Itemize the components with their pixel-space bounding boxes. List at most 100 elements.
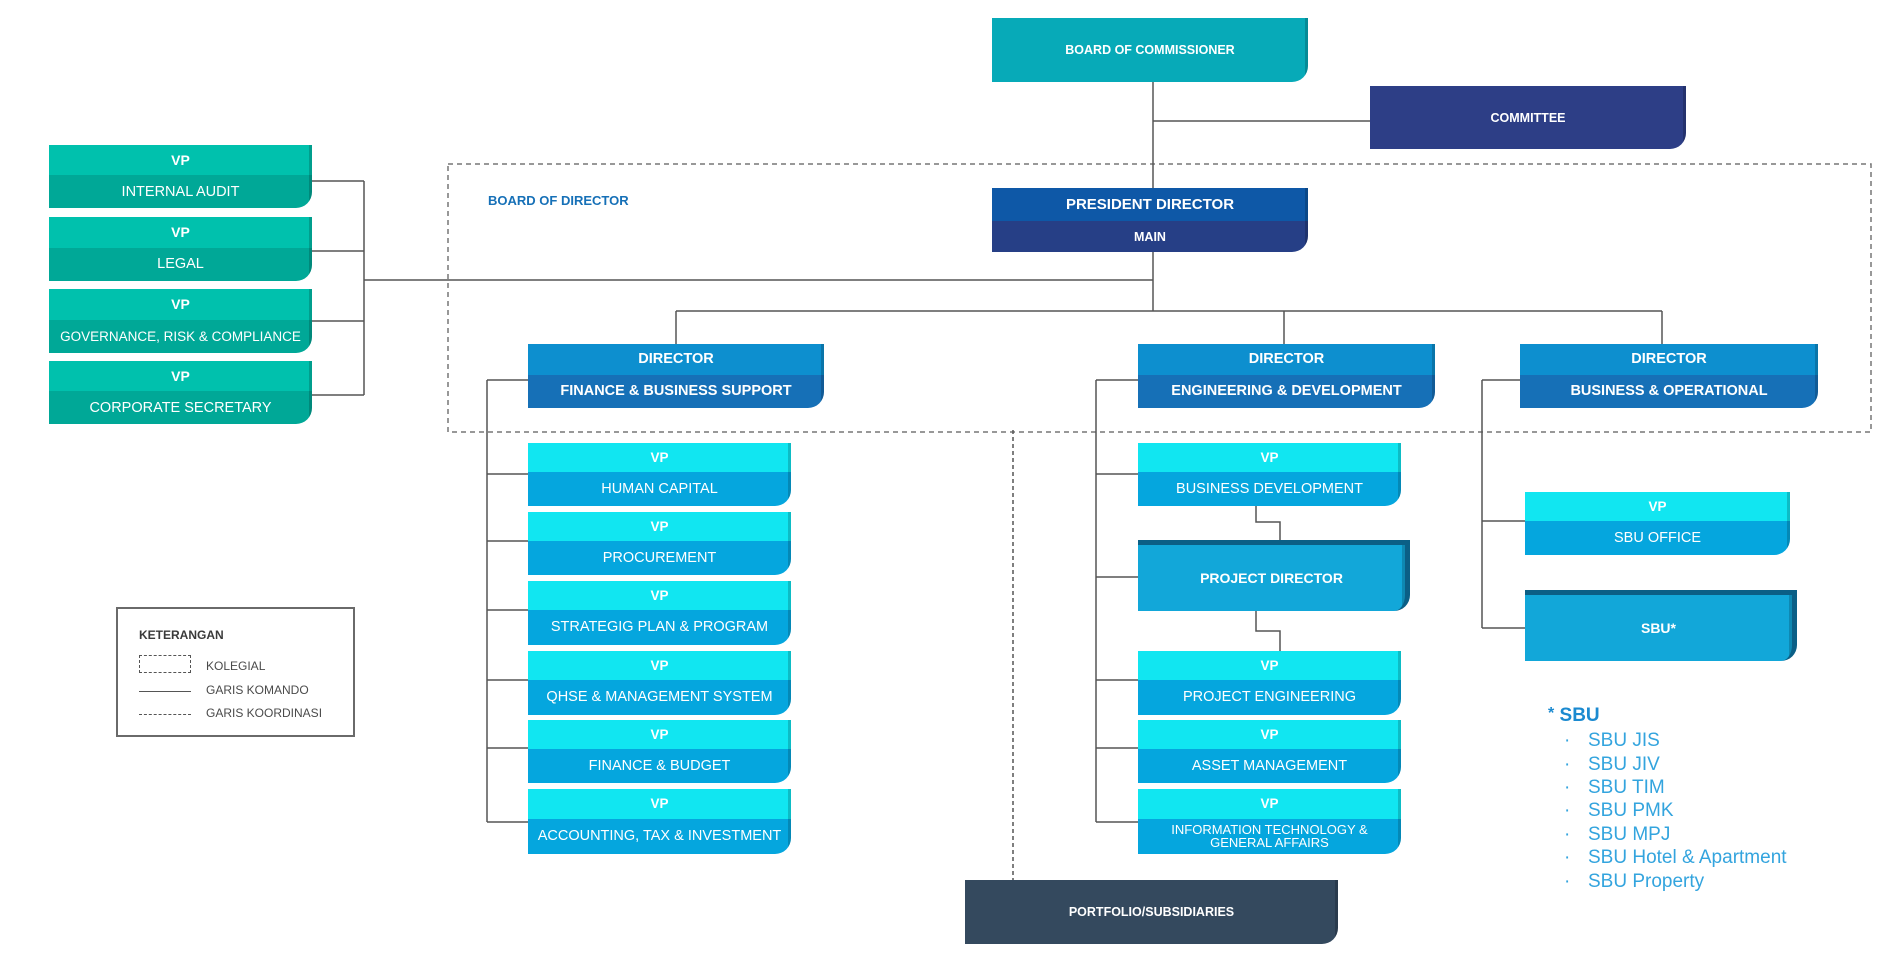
board-of-commissioner-box: BOARD OF COMMISSIONER bbox=[992, 18, 1308, 82]
list-item: · SBU MPJ bbox=[1564, 824, 1670, 846]
asterisk-marker: * bbox=[1548, 705, 1555, 722]
bullet-icon: · bbox=[1564, 847, 1571, 868]
sbu-list-title: * SBU bbox=[1548, 705, 1600, 727]
director-title: DIRECTOR bbox=[1138, 344, 1435, 375]
project-director-label: PROJECT DIRECTOR bbox=[1200, 570, 1343, 586]
sbu-box: SBU* bbox=[1525, 590, 1797, 661]
director-engineering-box: DIRECTOR ENGINEERING & DEVELOPMENT bbox=[1138, 344, 1435, 408]
vp-title: VP bbox=[1525, 492, 1790, 521]
vp-title: VP bbox=[49, 217, 312, 248]
board-of-director-label: BOARD OF DIRECTOR bbox=[488, 193, 629, 208]
vp-project-engineering-box: VP PROJECT ENGINEERING bbox=[1138, 651, 1401, 715]
bullet-icon: · bbox=[1564, 777, 1571, 798]
board-of-commissioner-label: BOARD OF COMMISSIONER bbox=[1065, 43, 1235, 57]
president-director-box: PRESIDENT DIRECTOR MAIN bbox=[992, 188, 1308, 252]
director-name: ENGINEERING & DEVELOPMENT bbox=[1138, 374, 1435, 408]
vp-name: BUSINESS DEVELOPMENT bbox=[1138, 471, 1401, 506]
solid-line-symbol bbox=[139, 691, 191, 692]
vp-name: GOVERNANCE, RISK & COMPLIANCE bbox=[49, 319, 312, 353]
vp-finance-budget-box: VP FINANCE & BUDGET bbox=[528, 720, 791, 783]
director-title: DIRECTOR bbox=[528, 344, 824, 375]
vp-business-development-box: VP BUSINESS DEVELOPMENT bbox=[1138, 443, 1401, 506]
list-item: · SBU JIV bbox=[1564, 754, 1660, 776]
sbu-item-label: SBU TIM bbox=[1588, 777, 1665, 798]
vp-procurement-box: VP PROCUREMENT bbox=[528, 512, 791, 575]
vp-title: VP bbox=[528, 720, 791, 749]
vp-name: HUMAN CAPITAL bbox=[528, 471, 791, 506]
vp-title: VP bbox=[528, 581, 791, 611]
vp-sbu-office-box: VP SBU OFFICE bbox=[1525, 492, 1790, 555]
vp-name: PROCUREMENT bbox=[528, 540, 791, 575]
vp-title: VP bbox=[49, 145, 312, 176]
vp-title: VP bbox=[49, 289, 312, 320]
vp-name: STRATEGIG PLAN & PROGRAM bbox=[528, 610, 791, 645]
director-title: DIRECTOR bbox=[1520, 344, 1818, 375]
vp-name: ACCOUNTING, TAX & INVESTMENT bbox=[528, 818, 791, 854]
vp-name: FINANCE & BUDGET bbox=[528, 748, 791, 783]
committee-label: COMMITTEE bbox=[1490, 110, 1566, 125]
list-item: · SBU Hotel & Apartment bbox=[1564, 847, 1787, 869]
director-finance-box: DIRECTOR FINANCE & BUSINESS SUPPORT bbox=[528, 344, 824, 408]
vp-title: VP bbox=[528, 651, 791, 681]
sbu-item-label: SBU Property bbox=[1588, 871, 1705, 892]
vp-name-line2: GENERAL AFFAIRS bbox=[1210, 835, 1329, 851]
president-director-subtitle: MAIN bbox=[992, 221, 1308, 252]
sbu-item-label: SBU JIS bbox=[1588, 730, 1660, 751]
bullet-icon: · bbox=[1564, 824, 1571, 845]
sbu-list-heading: SBU bbox=[1559, 705, 1600, 726]
vp-legal-box: VP LEGAL bbox=[49, 217, 312, 281]
bullet-icon: · bbox=[1564, 871, 1571, 892]
bullet-icon: · bbox=[1564, 800, 1571, 821]
vp-human-capital-box: VP HUMAN CAPITAL bbox=[528, 443, 791, 506]
president-director-title: PRESIDENT DIRECTOR bbox=[992, 188, 1308, 222]
vp-corporate-secretary-box: VP CORPORATE SECRETARY bbox=[49, 361, 312, 424]
vp-strategic-plan-box: VP STRATEGIG PLAN & PROGRAM bbox=[528, 581, 791, 645]
director-business-box: DIRECTOR BUSINESS & OPERATIONAL bbox=[1520, 344, 1818, 408]
sbu-item-label: SBU PMK bbox=[1588, 800, 1674, 821]
portfolio-label: PORTFOLIO/SUBSIDIARIES bbox=[1068, 905, 1235, 919]
director-name: BUSINESS & OPERATIONAL bbox=[1520, 374, 1818, 408]
list-item: · SBU Property bbox=[1564, 871, 1704, 893]
vp-it-ga-box: VP INFORMATION TECHNOLOGY & GENERAL AFFA… bbox=[1138, 789, 1401, 854]
list-item: · SBU TIM bbox=[1564, 777, 1665, 799]
vp-name: LEGAL bbox=[49, 247, 312, 281]
bullet-icon: · bbox=[1564, 730, 1571, 751]
vp-governance-box: VP GOVERNANCE, RISK & COMPLIANCE bbox=[49, 289, 312, 353]
dashed-box-symbol bbox=[139, 655, 191, 673]
board-of-director-dashed-box bbox=[447, 163, 1872, 433]
sbu-item-label: SBU MPJ bbox=[1588, 824, 1671, 845]
vp-title: VP bbox=[1138, 789, 1401, 819]
vp-asset-management-box: VP ASSET MANAGEMENT bbox=[1138, 720, 1401, 783]
committee-box: COMMITTEE bbox=[1370, 86, 1686, 149]
vp-title: VP bbox=[1138, 720, 1401, 749]
vp-name: INFORMATION TECHNOLOGY & GENERAL AFFAIRS bbox=[1138, 818, 1401, 854]
vp-title: VP bbox=[1138, 651, 1401, 681]
vp-qhse-box: VP QHSE & MANAGEMENT SYSTEM bbox=[528, 651, 791, 715]
list-item: · SBU JIS bbox=[1564, 730, 1660, 752]
vp-name: ASSET MANAGEMENT bbox=[1138, 748, 1401, 783]
legend-title: KETERANGAN bbox=[139, 628, 224, 642]
legend-label: GARIS KOORDINASI bbox=[206, 706, 323, 720]
vp-title: VP bbox=[528, 512, 791, 541]
sbu-item-label: SBU JIV bbox=[1588, 754, 1660, 775]
bullet-icon: · bbox=[1564, 754, 1571, 775]
sbu-item-label: SBU Hotel & Apartment bbox=[1588, 847, 1787, 868]
vp-internal-audit-box: VP INTERNAL AUDIT bbox=[49, 145, 312, 208]
vp-name-line1: INFORMATION TECHNOLOGY & bbox=[1171, 821, 1368, 837]
dashed-line-symbol bbox=[139, 714, 191, 715]
vp-name: PROJECT ENGINEERING bbox=[1138, 680, 1401, 715]
vp-title: VP bbox=[1138, 443, 1401, 472]
legend-label: GARIS KOMANDO bbox=[206, 683, 309, 697]
vp-title: VP bbox=[528, 789, 791, 819]
vp-name: QHSE & MANAGEMENT SYSTEM bbox=[528, 680, 791, 715]
vp-accounting-box: VP ACCOUNTING, TAX & INVESTMENT bbox=[528, 789, 791, 854]
legend-label: KOLEGIAL bbox=[206, 659, 266, 673]
vp-name: CORPORATE SECRETARY bbox=[49, 391, 312, 424]
vp-name: INTERNAL AUDIT bbox=[49, 175, 312, 208]
vp-title: VP bbox=[528, 443, 791, 472]
director-name: FINANCE & BUSINESS SUPPORT bbox=[528, 374, 824, 408]
vp-title: VP bbox=[49, 361, 312, 392]
portfolio-box: PORTFOLIO/SUBSIDIARIES bbox=[965, 880, 1338, 944]
